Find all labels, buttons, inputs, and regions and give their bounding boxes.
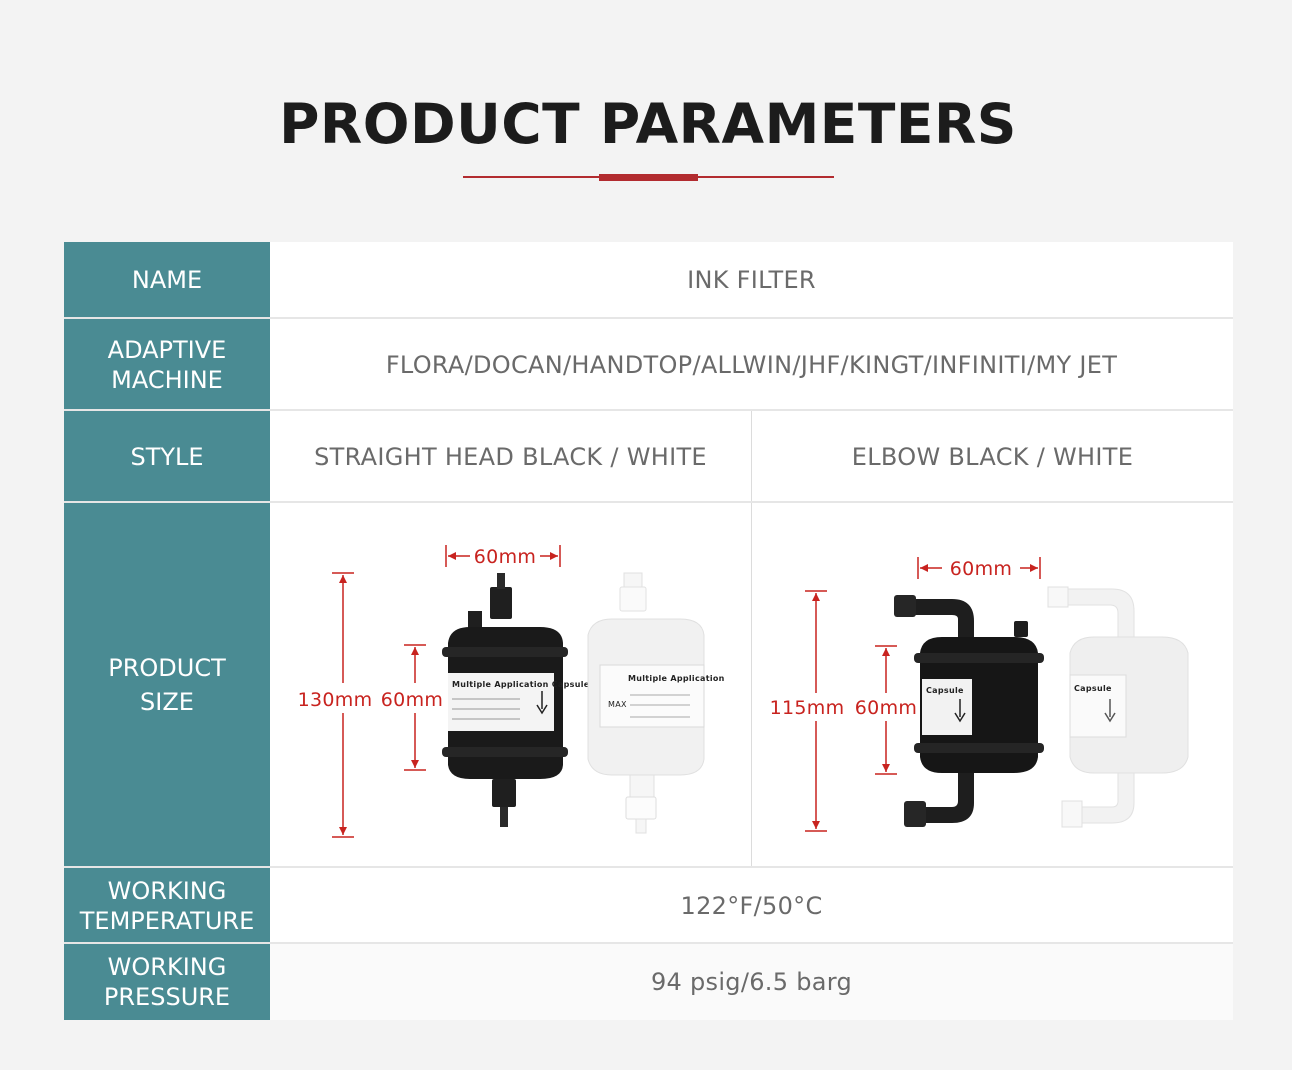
adaptive-machine-label: ADAPTIVE MACHINE — [64, 319, 270, 410]
working-pressure-value: 94 psig/6.5 barg — [270, 944, 1233, 1020]
product-size-label-line2: SIZE — [140, 688, 194, 716]
white-filter-label: Multiple Application — [628, 674, 725, 683]
row-divider — [64, 409, 1233, 411]
elbow-filter-figure: 60mm 115mm 60mm — [752, 503, 1233, 867]
adaptive-machine-label-line1: ADAPTIVE — [107, 335, 227, 364]
parameters-table: NAME INK FILTER ADAPTIVE MACHINE FLORA/D… — [64, 242, 1233, 1020]
black-elbow-filter: Capsule — [894, 595, 1044, 827]
black-filter-label: Multiple Application Capsule — [452, 680, 590, 689]
elbow-filter-diagram: 60mm 115mm 60mm — [770, 557, 1189, 832]
black-elbow-filter-label: Capsule — [926, 686, 964, 695]
straight-width-dimension: 60mm — [474, 546, 536, 568]
style-label: STYLE — [64, 411, 270, 502]
straight-filter-figure: 60mm 130mm 60mm — [270, 503, 751, 867]
title-underline-accent — [599, 174, 698, 181]
row-divider — [64, 317, 1233, 319]
name-label: NAME — [64, 242, 270, 318]
working-temperature-value: 122°F/50°C — [270, 868, 1233, 943]
working-pressure-label-line1: WORKING — [107, 953, 227, 981]
name-value: INK FILTER — [270, 242, 1233, 318]
name-label-text: NAME — [131, 266, 203, 294]
working-pressure-label-line2: PRESSURE — [103, 983, 231, 1011]
row-divider — [64, 501, 1233, 503]
black-straight-filter: Multiple Application Capsule — [442, 573, 590, 827]
column-divider — [751, 411, 752, 867]
working-temperature-label-line1: WORKING — [107, 876, 227, 905]
working-temperature-label-line2: TEMPERATURE — [79, 906, 255, 935]
product-size-label: PRODUCT SIZE — [64, 503, 270, 867]
elbow-width-dimension: 60mm — [950, 558, 1012, 580]
style-label-text: STYLE — [130, 442, 204, 471]
row-divider — [64, 866, 1233, 868]
adaptive-machine-label-line2: MACHINE — [111, 365, 223, 394]
elbow-body-height-dimension: 60mm — [855, 697, 917, 719]
straight-height-dimension: 130mm — [298, 689, 373, 711]
style-straight-value: STRAIGHT HEAD BLACK / WHITE — [270, 411, 751, 502]
white-elbow-filter-label: Capsule — [1074, 684, 1112, 693]
adaptive-machine-value: FLORA/DOCAN/HANDTOP/ALLWIN/JHF/KINGT/INF… — [270, 319, 1233, 410]
straight-filter-diagram: 60mm 130mm 60mm — [298, 545, 725, 838]
white-elbow-filter: Capsule — [1047, 586, 1189, 828]
elbow-height-dimension: 115mm — [770, 697, 845, 719]
white-straight-filter: Multiple Application MAX — [587, 572, 725, 834]
row-divider — [64, 942, 1233, 944]
style-elbow-value: ELBOW BLACK / WHITE — [752, 411, 1233, 502]
product-size-label-line1: PRODUCT — [108, 654, 226, 682]
white-filter-max: MAX — [608, 700, 627, 709]
page-title: PRODUCT PARAMETERS — [279, 92, 1017, 156]
working-temperature-label: WORKING TEMPERATURE — [64, 868, 270, 943]
straight-body-height-dimension: 60mm — [381, 689, 443, 711]
working-pressure-label: WORKING PRESSURE — [64, 944, 270, 1020]
